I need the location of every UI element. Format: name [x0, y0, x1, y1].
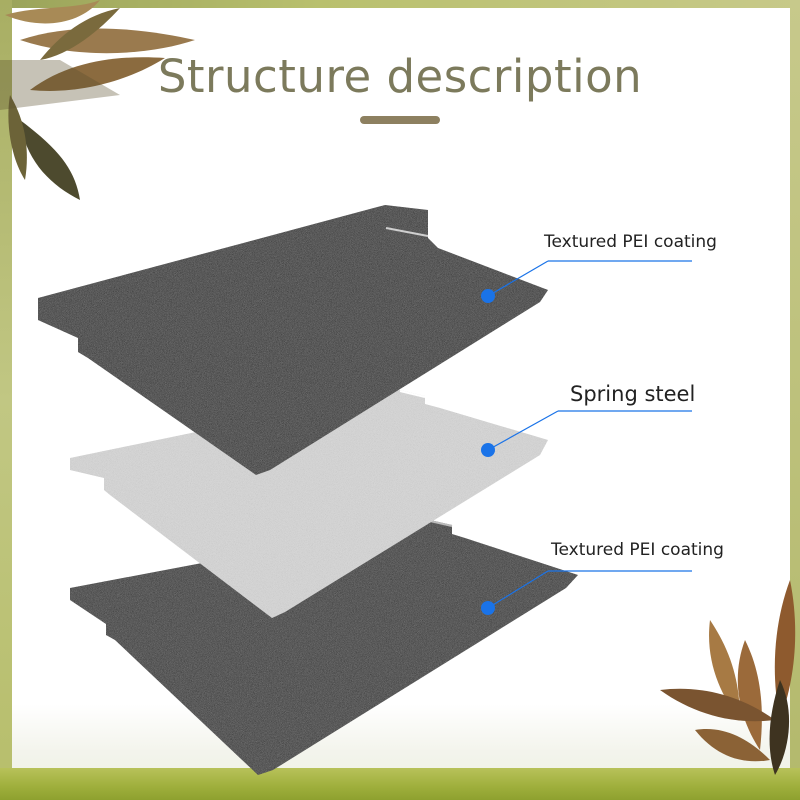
title-accent-bar: [360, 116, 440, 124]
page-title: Structure description: [157, 50, 643, 103]
pointer-dot-icon: [481, 601, 495, 615]
frame-bottom-grass: [0, 768, 800, 800]
frame-right: [790, 0, 800, 800]
callout-top: [481, 260, 692, 303]
callout-middle: [481, 410, 692, 457]
pointer-dot-icon: [481, 443, 495, 457]
label-textured-pei-coating-top: Textured PEI coating: [544, 232, 717, 252]
callout-bottom: [481, 570, 692, 615]
leaf-decoration-bottom-right-icon: [660, 580, 796, 775]
leaf-decoration-top-left-icon: [0, 0, 195, 200]
label-textured-pei-coating-bottom: Textured PEI coating: [551, 540, 724, 560]
layer-middle-spring-steel-sheet: [70, 390, 548, 618]
layer-bottom-pei-sheet: [70, 520, 578, 775]
layer-top-pei-sheet: [38, 205, 548, 475]
pointer-dot-icon: [481, 289, 495, 303]
frame-left: [0, 0, 12, 800]
label-spring-steel: Spring steel: [570, 382, 696, 406]
frame-top: [0, 0, 800, 8]
